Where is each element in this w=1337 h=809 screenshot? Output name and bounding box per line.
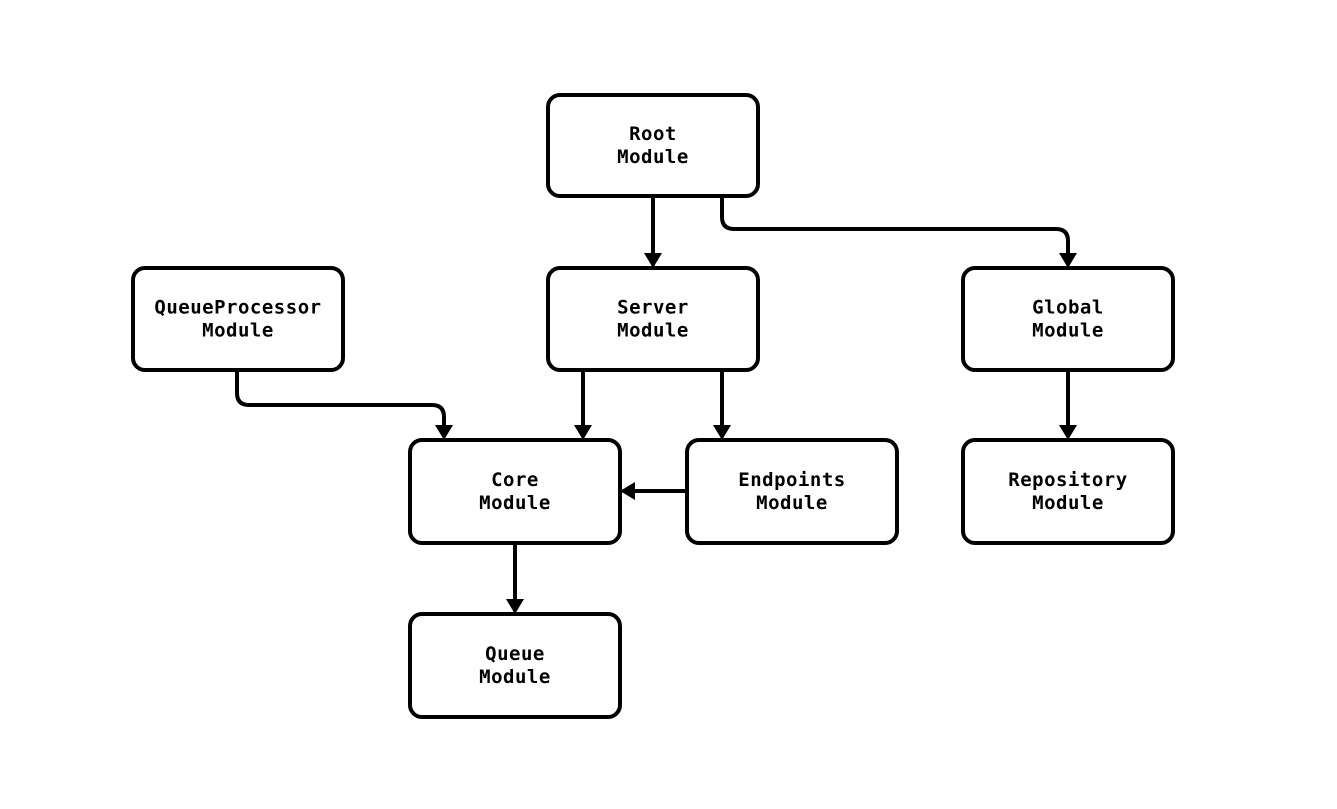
edge-root-to-server	[644, 196, 662, 268]
edge-core-to-queue	[506, 543, 524, 614]
node-label-secondary: Module	[479, 492, 551, 514]
edge-endpoints-to-core	[620, 482, 687, 500]
node-box[interactable]	[546, 266, 760, 372]
node-box[interactable]	[408, 438, 622, 545]
arrowhead-icon	[713, 425, 731, 440]
arrowhead-icon	[1059, 425, 1077, 440]
edge-server-to-endpoints	[713, 370, 731, 440]
arrowhead-icon	[1059, 253, 1077, 268]
node-label-primary: Root	[629, 123, 677, 145]
node-label-primary: QueueProcessor	[154, 297, 321, 319]
node-label-secondary: Module	[202, 320, 274, 342]
node-label-secondary: Module	[617, 146, 689, 168]
arrowhead-icon	[506, 599, 524, 614]
arrowhead-icon	[620, 482, 635, 500]
node-label-secondary: Module	[479, 666, 551, 688]
edge-line	[720, 196, 1070, 253]
node-box[interactable]	[131, 266, 345, 372]
node-label-secondary: Module	[1032, 492, 1104, 514]
nodes-layer: RootModuleQueueProcessorModuleServerModu…	[131, 93, 1175, 719]
edge-server-to-core	[574, 370, 592, 440]
arrowhead-icon	[435, 425, 453, 440]
edge-line	[235, 370, 446, 425]
edge-global-to-repository	[1059, 370, 1077, 440]
node-label-primary: Server	[617, 297, 689, 319]
node-box[interactable]	[961, 438, 1175, 545]
node-label-secondary: Module	[617, 320, 689, 342]
node-label-primary: Repository	[1008, 469, 1127, 491]
node-label-primary: Endpoints	[738, 469, 845, 491]
node-label-primary: Queue	[485, 643, 545, 665]
arrowhead-icon	[644, 253, 662, 268]
node-label-primary: Global	[1032, 297, 1104, 319]
node-label-secondary: Module	[1032, 320, 1104, 342]
node-box[interactable]	[546, 93, 760, 198]
edges-layer	[235, 196, 1077, 614]
node-box[interactable]	[961, 266, 1175, 372]
edge-queueprocessor-to-core	[235, 370, 453, 440]
node-box[interactable]	[408, 612, 622, 719]
edge-root-to-global	[720, 196, 1077, 268]
arrowhead-icon	[574, 425, 592, 440]
node-label-secondary: Module	[756, 492, 828, 514]
node-label-primary: Core	[491, 469, 539, 491]
node-box[interactable]	[685, 438, 899, 545]
